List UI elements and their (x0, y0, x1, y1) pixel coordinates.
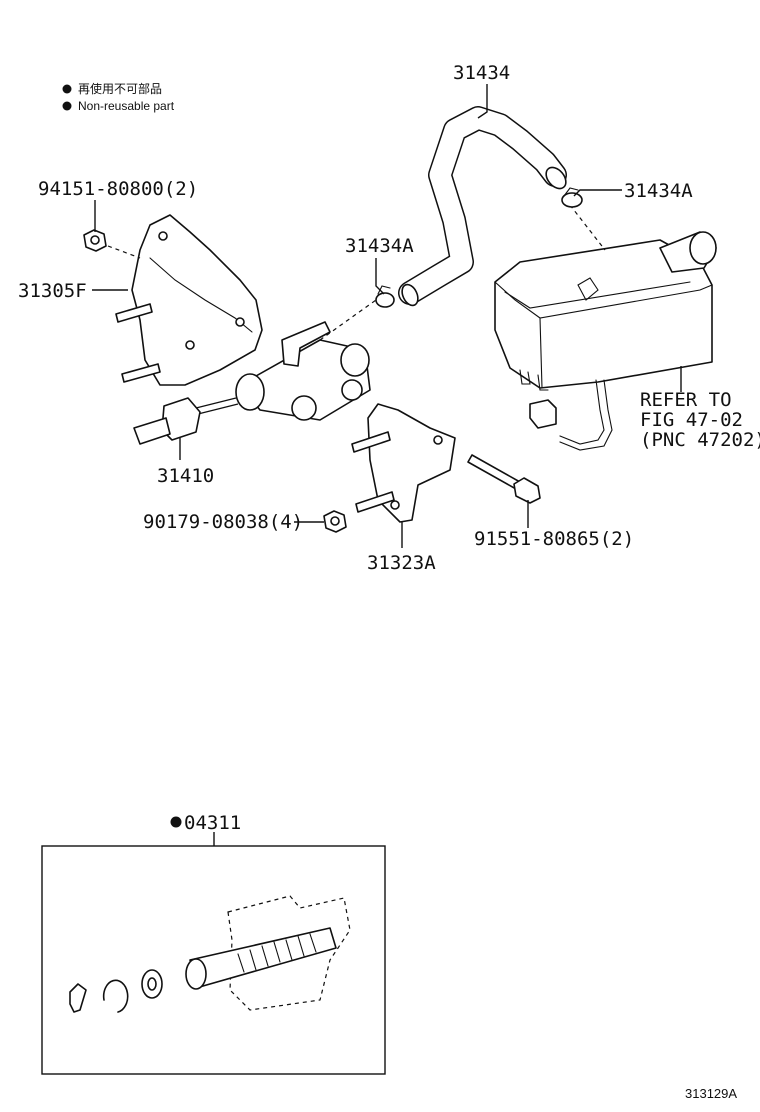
dashed-leader (319, 299, 377, 341)
label-refer-line2: FIG 47-02 (640, 409, 743, 431)
nut-94151 (83, 229, 107, 252)
hose-clip-right (561, 187, 583, 208)
dashed-leader (569, 204, 606, 251)
legend-jp: 再使用不可部品 (78, 81, 162, 96)
label-31323a: 31323A (367, 552, 436, 574)
legend-bullet-icon (62, 84, 72, 94)
label-90179: 90179-08038(4) (143, 511, 303, 533)
legend-bullet-icon (62, 101, 72, 111)
nut-90179 (323, 510, 347, 533)
label-91551: 91551-80865(2) (474, 528, 634, 550)
leader-lines (92, 84, 682, 846)
part-labels: 31434 31434A 31434A 94151-80800(2) 31305… (18, 62, 760, 834)
label-refer-line1: REFER TO (640, 389, 732, 411)
bracket-31323a (351, 403, 456, 523)
figure-number: 313129A (685, 1086, 737, 1101)
label-31434a-right: 31434A (624, 180, 693, 202)
label-94151: 94151-80800(2) (38, 178, 198, 200)
reservoir-tank (494, 231, 717, 451)
legend-en: Non-reusable part (78, 99, 175, 113)
bracket-31305f (115, 214, 263, 386)
hose-clip-mid (375, 285, 395, 308)
label-31434a-mid: 31434A (345, 235, 414, 257)
legend: 再使用不可部品 Non-reusable part (62, 81, 175, 113)
label-refer-line3: (PNC 47202) (640, 429, 760, 451)
kit-box-04311 (41, 845, 386, 1075)
non-reusable-bullet-icon (170, 816, 182, 828)
label-04311: 04311 (184, 812, 241, 834)
hose-31434 (398, 106, 567, 307)
dashed-leader (107, 245, 141, 259)
label-31434: 31434 (453, 62, 510, 84)
label-31410: 31410 (157, 465, 214, 487)
label-31305f: 31305F (18, 280, 87, 302)
master-cylinder-31410 (133, 321, 371, 445)
bolt-91551 (467, 454, 541, 504)
